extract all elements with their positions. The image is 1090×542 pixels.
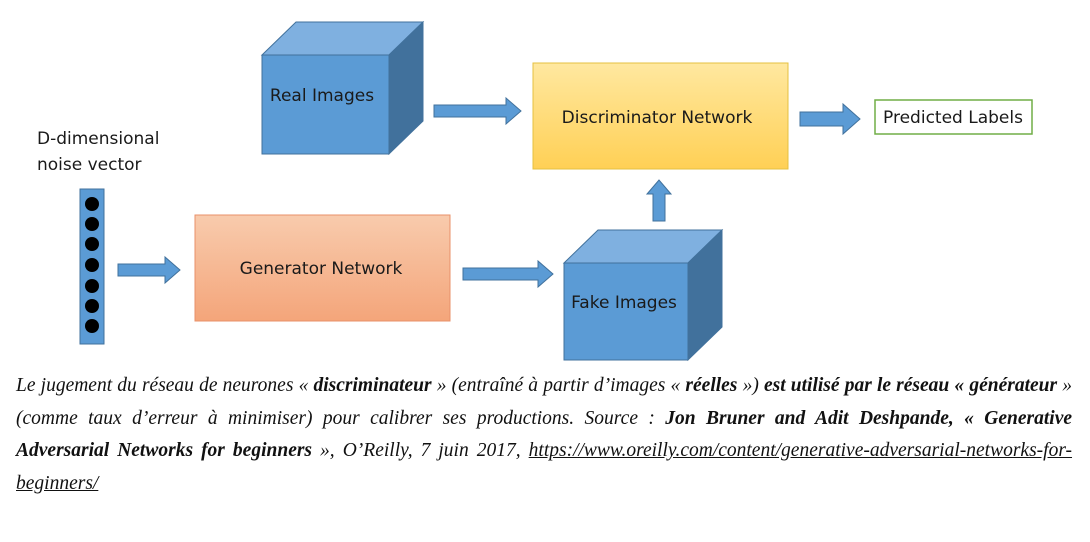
fake-images-cube: Fake Images (562, 228, 724, 362)
caption-text-5: », O’Reilly, 7 juin 2017, (312, 440, 529, 461)
caption-text-2: » (entraîné à partir d’images « (431, 375, 686, 396)
source-link[interactable]: https://www.oreilly.com/content/generati… (16, 440, 1073, 494)
caption-bold-discriminateur: discriminateur (313, 375, 432, 396)
noise-dot (85, 299, 99, 313)
arrow-discriminator-to-labels (799, 102, 861, 136)
caption-text-4: » (comme taux d’erreur à minimiser) pour… (16, 375, 1072, 429)
real-images-cube: Real Images (260, 20, 425, 156)
caption-bold-source: Jon Bruner and Adit Deshpande, « Generat… (16, 407, 1073, 462)
predicted-labels-box: Predicted Labels (874, 99, 1033, 135)
fake-images-label: Fake Images (571, 293, 677, 313)
noise-dot (85, 237, 99, 251)
noise-vector-label-line1: D-dimensional (37, 129, 159, 149)
predicted-labels-label: Predicted Labels (883, 108, 1023, 128)
noise-dot (85, 279, 99, 293)
discriminator-network-box: Discriminator Network (532, 62, 789, 170)
caption-bold-reelles: réelles (685, 375, 738, 396)
noise-vector (79, 188, 105, 345)
arrow-fake-to-discriminator (645, 179, 673, 222)
arrow-real-to-discriminator (433, 96, 522, 126)
arrow-generator-to-fake (462, 259, 554, 289)
gan-diagram: D-dimensional noise vector Real Images G… (37, 20, 1033, 362)
caption-text-1: Le jugement du réseau de neurones « (16, 375, 314, 396)
discriminator-network-label: Discriminator Network (562, 108, 753, 128)
noise-dot (85, 258, 99, 272)
real-images-label: Real Images (270, 86, 374, 106)
noise-dot (85, 217, 99, 231)
noise-dot (85, 197, 99, 211)
figure-caption: Le jugement du réseau de neurones « disc… (16, 370, 1072, 500)
caption-text-3: ») (737, 375, 764, 396)
generator-network-box: Generator Network (194, 214, 451, 322)
noise-dot (85, 319, 99, 333)
caption-bold-generateur: est utilisé par le réseau « générateur (763, 375, 1058, 396)
arrow-noise-to-generator (117, 255, 181, 285)
noise-vector-label-line2: noise vector (37, 155, 142, 175)
generator-network-label: Generator Network (240, 259, 403, 279)
